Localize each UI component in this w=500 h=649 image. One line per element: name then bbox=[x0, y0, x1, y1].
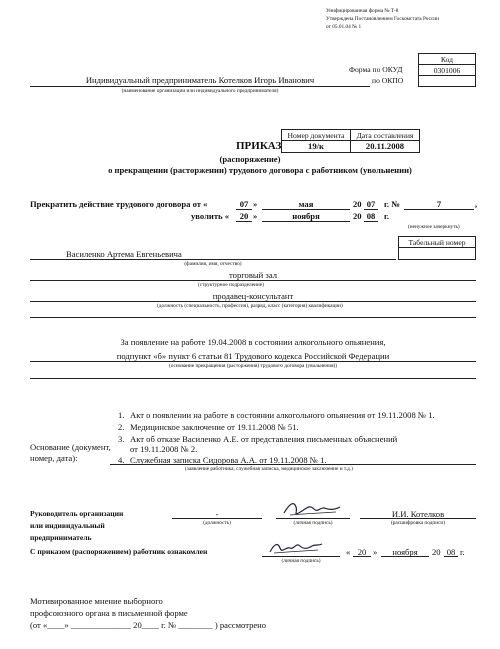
order-subtitle: (распоряжение) bbox=[219, 154, 281, 164]
organization-name: Индивидуальный предприниматель Котелков … bbox=[85, 75, 315, 85]
grounds-line-1: За появление на работе 19.04.2008 в сост… bbox=[120, 337, 386, 347]
grounds-extra-line bbox=[30, 378, 476, 379]
strike-note: (ненужное зачеркнуть) bbox=[408, 224, 460, 230]
head-label-2: или индивидуальный bbox=[30, 521, 105, 530]
ack-year-suffix: г. bbox=[460, 547, 465, 557]
okud-label: Форма по ОКУД bbox=[349, 65, 403, 74]
ack-day-open: « bbox=[346, 547, 351, 557]
head-label-1: Руководитель организации bbox=[30, 509, 124, 518]
basis-label-2: номер, дата): bbox=[30, 453, 78, 463]
employee-signature-line bbox=[262, 556, 340, 557]
contract-comma: , bbox=[475, 199, 478, 209]
form-line-1: Унифицированная форма № Т-8 bbox=[326, 8, 399, 14]
form-line-2: Утверждена Постановлением Госкомстата Ро… bbox=[326, 16, 439, 22]
head-position-line bbox=[172, 518, 262, 519]
basis-line bbox=[110, 464, 476, 465]
department: торговый зал bbox=[229, 270, 277, 280]
union-line-3: (от «____» ______________ 20____ г. № __… bbox=[30, 620, 267, 630]
ack-day-line bbox=[353, 556, 371, 557]
employee-name-caption: (фамилия, имя, отчество) bbox=[184, 261, 242, 267]
basis-item-3: Акт об отказе Василенко А.Е. от представ… bbox=[130, 434, 398, 444]
form-line-3: от 05.01.04 № 1 bbox=[326, 24, 362, 30]
basis-item-3-cont: от 19.11.2008 № 2. bbox=[130, 444, 198, 454]
basis-item-2: Медицинское заключение от 19.11.2008 № 5… bbox=[130, 422, 299, 432]
ack-year-line bbox=[444, 556, 458, 557]
terminate-label: Прекратить действие трудового договора о… bbox=[30, 199, 208, 209]
position-line bbox=[30, 301, 476, 302]
acquainted-label: С приказом (распоряжением) работник озна… bbox=[30, 547, 208, 556]
number-label: г. № bbox=[384, 199, 400, 209]
grounds-line bbox=[30, 361, 476, 362]
ack-day-close: » bbox=[373, 547, 378, 557]
order-title: ПРИКАЗ bbox=[236, 140, 282, 152]
ack-year-prefix: 20 bbox=[432, 547, 441, 557]
dismiss-day-close: » bbox=[253, 211, 258, 221]
contract-number-line bbox=[404, 209, 474, 210]
contract-year-prefix: 20 bbox=[353, 199, 362, 209]
basis-label-1: Основание (документ, bbox=[30, 442, 111, 452]
ack-year: 08 bbox=[446, 547, 456, 557]
basis-item-1-num: 1. bbox=[118, 410, 125, 420]
grounds-line-2: подпункт «б» пункт 6 статьи 81 Трудового… bbox=[116, 351, 390, 361]
organization-caption: (наименование организации или индивидуал… bbox=[121, 88, 279, 94]
okpo-code-cell bbox=[418, 75, 476, 87]
union-line-2: профсоюзного органа в письменной форме bbox=[30, 608, 188, 618]
department-caption: (структурное подразделение) bbox=[198, 282, 264, 288]
dismiss-day: 20 bbox=[239, 211, 249, 221]
employee-signature-caption: (личная подпись) bbox=[281, 558, 321, 564]
dismiss-month: ноября bbox=[292, 211, 320, 221]
contract-year-line bbox=[364, 209, 378, 210]
grounds-caption: (основание прекращения (расторжения) тру… bbox=[168, 363, 338, 369]
contract-month: мая bbox=[298, 199, 314, 209]
contract-month-line bbox=[262, 209, 350, 210]
order-description: о прекращении (расторжении) трудового до… bbox=[108, 165, 412, 175]
basis-item-1: Акт о появлении на работе в состоянии ал… bbox=[130, 410, 435, 420]
ack-month-line bbox=[381, 556, 429, 557]
contract-day-close: » bbox=[253, 199, 258, 209]
head-name-caption: (расшифровка подписи) bbox=[390, 520, 446, 526]
employee-signature-image bbox=[269, 543, 323, 554]
dismiss-month-line bbox=[262, 221, 350, 222]
position: продавец-консультант bbox=[212, 291, 294, 301]
dismiss-year-prefix: 20 bbox=[353, 211, 362, 221]
position-caption: (должность (специальность, профессия), р… bbox=[157, 303, 343, 309]
contract-day-line bbox=[236, 209, 252, 210]
head-name: И.И. Котелков bbox=[391, 509, 445, 519]
employee-name: Василенко Артема Евгеньевича bbox=[66, 249, 182, 259]
head-signature-image bbox=[283, 503, 341, 516]
dismiss-year-line bbox=[364, 221, 378, 222]
tab-number-value bbox=[398, 247, 476, 260]
organization-line bbox=[30, 86, 370, 87]
contract-number: 7 bbox=[436, 199, 442, 209]
head-name-line bbox=[360, 518, 476, 519]
head-position: - bbox=[215, 509, 219, 519]
basis-caption: (заявление работника, служебная записка,… bbox=[185, 466, 353, 472]
contract-year: 07 bbox=[366, 199, 376, 209]
ack-day: 20 bbox=[357, 547, 367, 557]
contract-day: 07 bbox=[239, 199, 249, 209]
head-position-caption: (должность) bbox=[203, 520, 231, 526]
doc-number: 19/к bbox=[281, 140, 351, 153]
employee-name-line bbox=[30, 259, 396, 260]
head-signature-caption: (личная подпись) bbox=[293, 520, 333, 526]
department-line bbox=[30, 280, 476, 281]
doc-date: 20.11.2008 bbox=[350, 140, 420, 153]
head-label-3: предприниматель bbox=[30, 533, 92, 542]
basis-item-4-num: 4. bbox=[118, 455, 125, 465]
position-extra-line bbox=[30, 317, 476, 318]
basis-item-2-num: 2. bbox=[118, 422, 125, 432]
union-line-1: Мотивированное мнение выборного bbox=[30, 596, 163, 606]
dismiss-day-line bbox=[236, 221, 252, 222]
dismiss-label: уволить « bbox=[191, 211, 230, 221]
dismiss-year: 08 bbox=[366, 211, 376, 221]
basis-item-3-num: 3. bbox=[118, 434, 125, 444]
ack-month: ноября bbox=[392, 547, 418, 557]
okpo-label: по ОКПО bbox=[372, 76, 404, 85]
dismiss-year-suffix: г. bbox=[384, 211, 390, 221]
head-signature-line bbox=[276, 518, 350, 519]
basis-item-4: Служебная записка Сидорова А.А. от 19.11… bbox=[130, 455, 327, 465]
